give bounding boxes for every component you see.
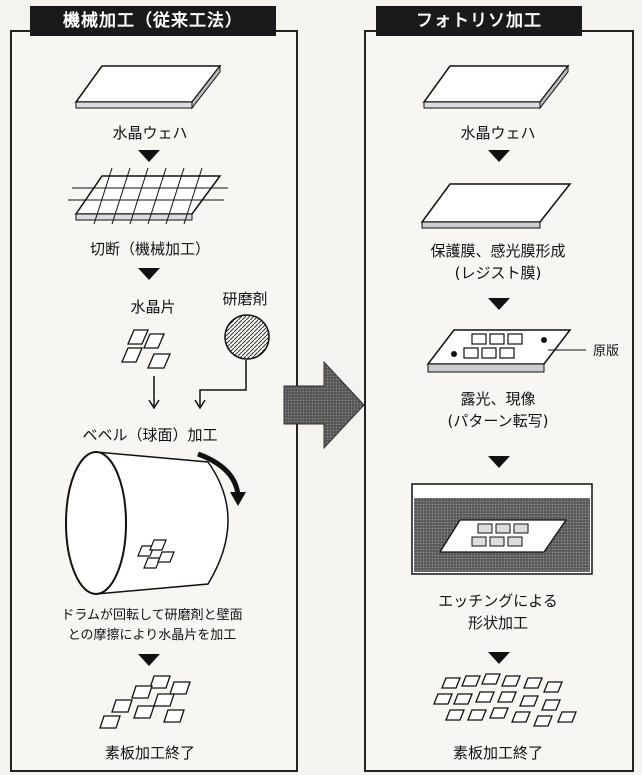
right-step2-line2: (レジスト膜) — [454, 264, 542, 282]
right-step3-line2: (パターン転写) — [447, 412, 549, 430]
finished-blanks-figure — [433, 673, 577, 727]
left-final-label: 素板加工終了 — [104, 744, 195, 762]
abrasive-figure — [224, 314, 270, 360]
arrow-down-icon — [138, 654, 160, 666]
right-final-label: 素板加工終了 — [452, 744, 543, 762]
left-step1-label: 水晶ウェハ — [112, 124, 188, 142]
arrow-down-icon — [488, 298, 510, 310]
cut-wafer-figure — [68, 167, 228, 225]
rotating-drum-figure — [65, 451, 246, 595]
arrow-down-icon — [138, 150, 160, 162]
arrow-down-icon — [138, 268, 160, 280]
process-arrow-icon — [283, 360, 365, 450]
arrow-down-icon — [488, 150, 510, 162]
left-desc-line1: ドラムが回転して研磨剤と壁面 — [61, 608, 243, 623]
right-step4-line1: エッチングによる — [438, 592, 558, 610]
right-step1-label: 水晶ウェハ — [460, 124, 536, 142]
finished-blanks-figure — [99, 675, 191, 729]
right-step3-line1: 露光、現像 — [460, 390, 536, 408]
right-step2-line1: 保護膜、感光膜形成 — [430, 242, 566, 260]
left-step3-label: ベベル（球面）加工 — [82, 426, 218, 444]
mask-exposure-figure — [426, 329, 572, 373]
arrow-down-icon — [488, 652, 510, 664]
right-step4-line2: 形状加工 — [467, 614, 528, 632]
quartz-piece-label: 水晶片 — [130, 298, 176, 316]
left-desc-line2: との摩擦により水晶片を加工 — [67, 628, 237, 643]
right-panel-title: フォトリソ加工 — [376, 6, 582, 36]
etching-bath-figure — [411, 483, 593, 575]
left-panel-title: 機械加工（従来工法） — [30, 6, 276, 36]
mask-label: 原版 — [592, 344, 619, 359]
arrow-down-icon — [488, 456, 510, 468]
merge-arrows-icon — [148, 360, 247, 410]
quartz-wafer-figure — [74, 64, 222, 110]
coated-wafer-figure — [420, 183, 572, 229]
quartz-wafer-figure — [422, 64, 570, 110]
left-step2-label: 切断（機械加工） — [89, 240, 210, 258]
mask-leader-line — [548, 349, 586, 351]
abrasive-label: 研磨剤 — [222, 290, 268, 308]
quartz-pieces-figure — [121, 329, 171, 369]
